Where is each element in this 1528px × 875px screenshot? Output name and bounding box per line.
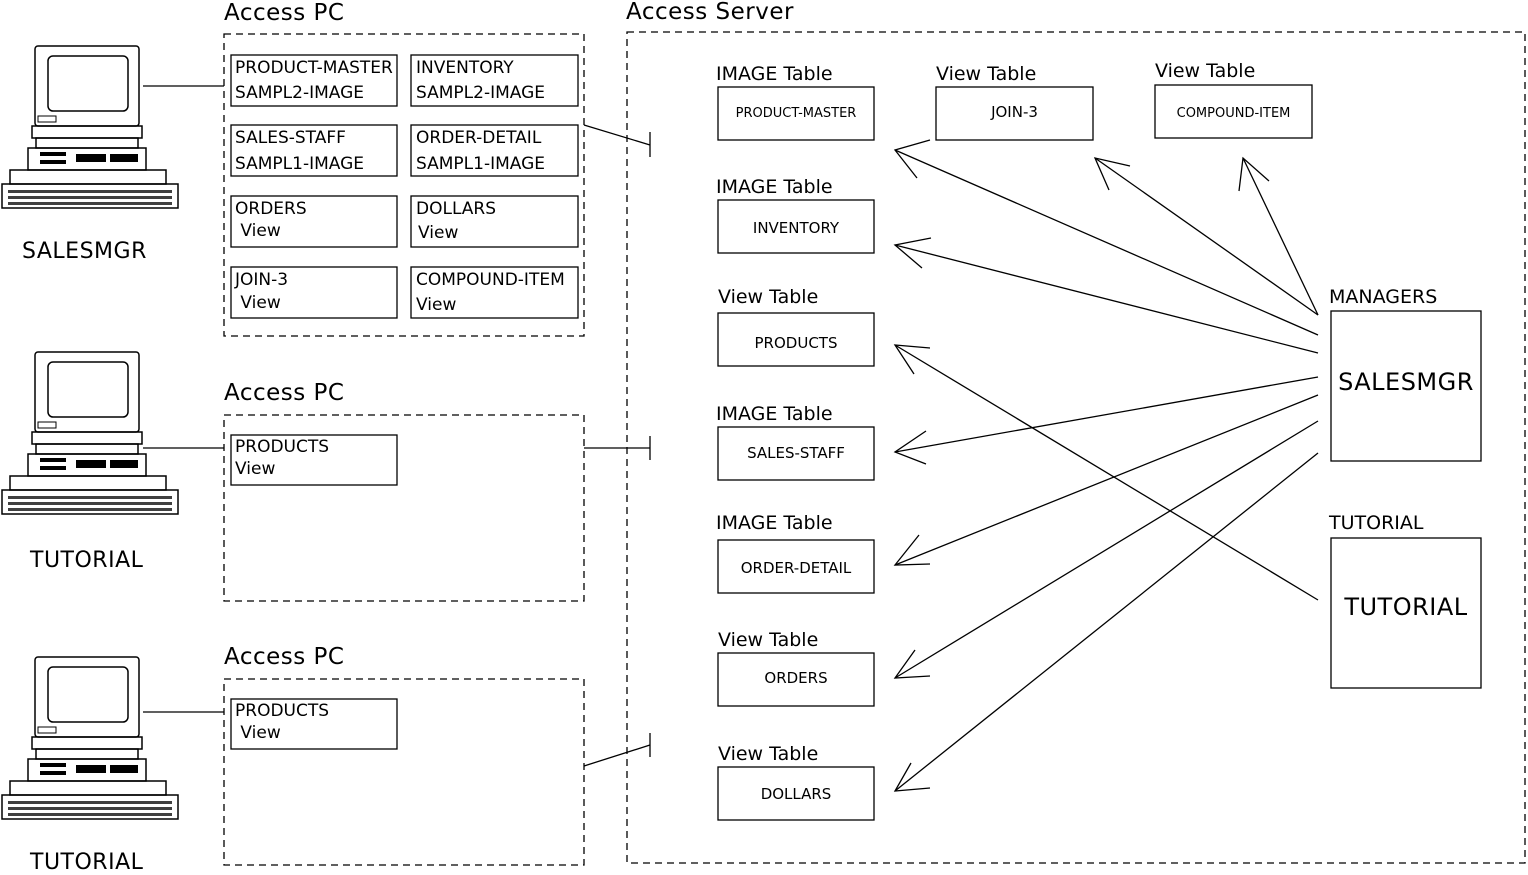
table-kind-label: IMAGE Table [716, 403, 833, 425]
pc-item-name: ORDER-DETAIL [416, 128, 542, 148]
table-kind-label: IMAGE Table [716, 176, 833, 198]
access-pc-title: Access PC [224, 380, 345, 406]
group-name: SALESMGR [1338, 368, 1474, 396]
table-kind-label: IMAGE Table [716, 63, 833, 85]
table-name: DOLLARS [760, 785, 832, 803]
table-kind-label: View Table [718, 629, 819, 651]
pc-item-name: PRODUCTS [235, 701, 330, 721]
pc-item-source: View [235, 221, 281, 241]
pc-item-source: View [235, 723, 281, 743]
pc-item-source: SAMPL1-IMAGE [235, 154, 365, 174]
pc-item-name: INVENTORY [416, 58, 514, 78]
access-pc-title: Access PC [224, 644, 345, 670]
pc-item-name: COMPOUND-ITEM [416, 270, 565, 290]
table-name: INVENTORY [752, 219, 840, 237]
table-name: SALES-STAFF [747, 444, 845, 462]
group-name: TUTORIAL [1344, 593, 1468, 621]
pc-item-name: SALES-STAFF [235, 128, 346, 148]
table-kind-label: View Table [936, 63, 1037, 85]
table-name: PRODUCTS [754, 334, 838, 352]
table-name: COMPOUND-ITEM [1176, 106, 1291, 121]
access-pc-2-container [223, 414, 585, 602]
access-server-title: Access Server [626, 0, 794, 25]
pc-item-source: SAMPL2-IMAGE [416, 83, 546, 103]
pc-item-name: ORDERS [235, 199, 307, 219]
pc-item-name: PRODUCTS [235, 437, 330, 457]
table-name: ORDERS [764, 669, 828, 687]
pc-item-source: View [235, 293, 281, 313]
group-label: MANAGERS [1329, 286, 1438, 308]
table-name: PRODUCT-MASTER [735, 106, 857, 121]
access-pc-3-container [223, 678, 585, 866]
pc-item-name: DOLLARS [416, 199, 497, 219]
table-kind-label: IMAGE Table [716, 512, 833, 534]
pc-item-name: PRODUCT-MASTER [235, 58, 393, 78]
table-name: JOIN-3 [991, 103, 1038, 121]
table-name: ORDER-DETAIL [740, 559, 852, 577]
computer-icon [1, 45, 179, 209]
computer-icon [1, 656, 179, 820]
pc-user-label: TUTORIAL [30, 850, 144, 875]
pc-item-source: View [418, 223, 459, 243]
computer-icon [1, 351, 179, 515]
access-pc-title: Access PC [224, 0, 345, 26]
pc-item-source: SAMPL2-IMAGE [235, 83, 365, 103]
pc-item-name: JOIN-3 [235, 270, 289, 290]
access-pc-1-container [223, 33, 585, 337]
pc-item-source: View [235, 459, 276, 479]
table-kind-label: View Table [718, 286, 819, 308]
pc-item-source: View [416, 295, 457, 315]
group-label: TUTORIAL [1329, 512, 1424, 534]
table-kind-label: View Table [718, 743, 819, 765]
pc-user-label: TUTORIAL [30, 548, 144, 573]
table-kind-label: View Table [1155, 60, 1256, 82]
pc-item-source: SAMPL1-IMAGE [416, 154, 546, 174]
pc-user-label: SALESMGR [22, 239, 147, 264]
